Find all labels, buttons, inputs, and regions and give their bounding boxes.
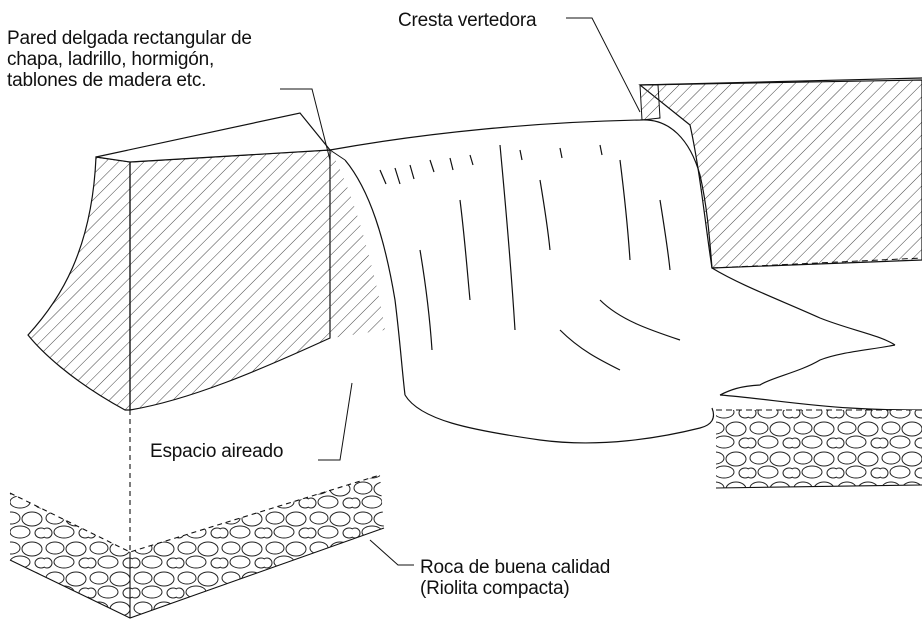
rock-label-line-2: (Riolita compacta) (420, 578, 570, 599)
aerated-space-label: Espacio aireado (150, 441, 284, 462)
rock-label-line-1: Roca de buena calidad (420, 557, 611, 578)
rock-leader (369, 539, 414, 566)
aerated-pointer (318, 382, 353, 461)
nappe-left-hatch (330, 150, 385, 338)
right-wall (638, 77, 922, 269)
rock-label: Roca de buena calidad (Riolita compacta) (420, 557, 610, 599)
left-wall (27, 112, 346, 411)
wall-label-line-3: tablones de madera etc. (7, 70, 207, 91)
right-rock (715, 409, 922, 489)
wall-label-line-2: chapa, ladrillo, hormigón, (7, 49, 215, 70)
crest-leader (566, 17, 641, 113)
wall-label-line-1: Pared delgada rectangular de (7, 28, 252, 49)
left-rock (9, 474, 385, 619)
crest-label: Cresta vertedora (398, 10, 537, 31)
wall-leader (280, 88, 331, 161)
wall-label: Pared delgada rectangular de chapa, ladr… (7, 28, 337, 91)
